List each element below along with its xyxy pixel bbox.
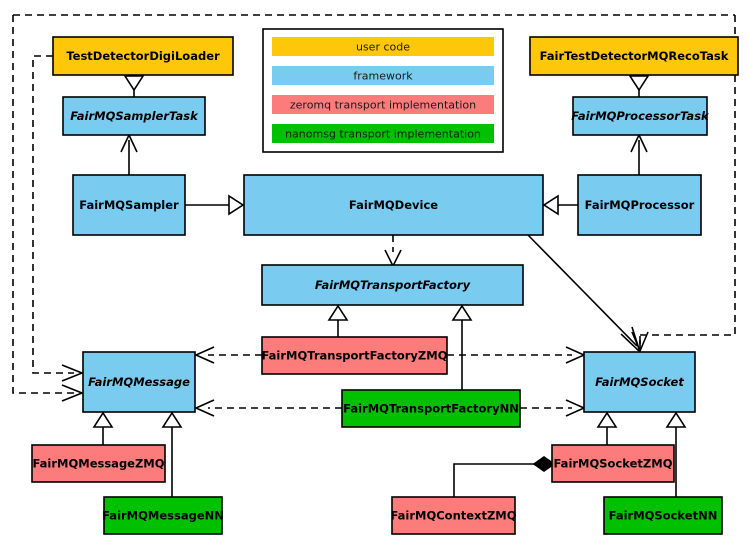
- class-node-FairMQTransportFactoryNN[interactable]: FairMQTransportFactoryNN: [341, 389, 521, 428]
- arrowhead-hollow-device-right: [542, 194, 559, 216]
- class-box-FairMQSamplerTask[interactable]: [62, 96, 206, 136]
- class-node-FairMQSampler[interactable]: FairMQSampler: [72, 174, 186, 236]
- class-node-FairTestDetectorMQRecoTask[interactable]: FairTestDetectorMQRecoTask: [529, 36, 739, 76]
- edge-outer-frame-right: [639, 15, 736, 344]
- class-box-FairTestDetectorMQRecoTask[interactable]: [529, 36, 739, 76]
- legend-label-framework: framework: [353, 70, 413, 83]
- arrowhead-hollow-socket-left: [596, 411, 618, 428]
- class-box-FairMQSocket[interactable]: [583, 351, 696, 413]
- arrowhead-hollow-socket-right: [665, 411, 687, 428]
- class-label-FairMQProcessorTask: FairMQProcessorTask: [571, 109, 710, 123]
- class-box-FairMQSampler[interactable]: [72, 174, 186, 236]
- diamond-composition-socketzmq: [532, 456, 556, 472]
- class-node-FairMQTransportFactory[interactable]: FairMQTransportFactory: [261, 264, 524, 306]
- class-box-FairMQTransportFactory[interactable]: [261, 264, 524, 306]
- class-box-FairMQSocketNN[interactable]: [603, 496, 723, 535]
- class-node-FairMQTransportFactoryZMQ[interactable]: FairMQTransportFactoryZMQ: [261, 336, 448, 375]
- legend-swatch-framework: [272, 66, 494, 85]
- class-node-FairMQMessage[interactable]: FairMQMessage: [82, 351, 196, 413]
- class-label-FairTestDetectorMQRecoTask: FairTestDetectorMQRecoTask: [540, 49, 729, 63]
- class-label-FairMQProcessor: FairMQProcessor: [585, 198, 695, 212]
- class-box-FairMQContextZMQ[interactable]: [391, 496, 516, 535]
- class-box-FairMQTransportFactoryNN[interactable]: [341, 389, 521, 428]
- legend-label-zeromq: zeromq transport implementation: [290, 99, 476, 112]
- legend-swatch-nanomsg: [272, 124, 494, 143]
- arrowhead-hollow-tf-right: [451, 304, 473, 321]
- arrowhead-open-message-upper: [61, 364, 85, 382]
- edges-layer: [12, 14, 736, 497]
- class-box-FairMQMessageNN[interactable]: [103, 496, 223, 535]
- class-label-FairMQSampler: FairMQSampler: [79, 198, 179, 212]
- arrowhead-hollow-recotask: [628, 75, 650, 92]
- edge-outer-frame-to-message: [12, 15, 74, 394]
- class-label-FairMQMessageZMQ: FairMQMessageZMQ: [32, 457, 164, 471]
- legend-swatch-user-code: [272, 37, 494, 56]
- class-label-FairMQSocketZMQ: FairMQSocketZMQ: [554, 457, 673, 471]
- class-node-FairMQDevice[interactable]: FairMQDevice: [243, 174, 544, 236]
- classes-layer: TestDetectorDigiLoader FairTestDetectorMQ…: [31, 36, 739, 535]
- class-box-FairMQMessageZMQ[interactable]: [31, 444, 166, 483]
- class-label-FairMQSocketNN: FairMQSocketNN: [609, 509, 718, 523]
- arrowhead-hollow-digiloader: [123, 75, 145, 92]
- arrowhead-hollow-device-left: [228, 194, 245, 216]
- edge-device-to-socket: [527, 234, 638, 347]
- class-node-FairMQSamplerTask[interactable]: FairMQSamplerTask: [62, 96, 206, 136]
- class-node-FairMQMessageNN[interactable]: FairMQMessageNN: [102, 496, 224, 535]
- class-box-TestDetectorDigiLoader[interactable]: [52, 36, 234, 76]
- class-node-FairMQProcessor[interactable]: FairMQProcessor: [577, 174, 702, 236]
- class-node-FairMQProcessorTask[interactable]: FairMQProcessorTask: [571, 96, 710, 136]
- class-box-FairMQDevice[interactable]: [243, 174, 544, 236]
- legend: user code framework zeromq transport imp…: [262, 28, 504, 153]
- class-box-FairMQMessage[interactable]: [82, 351, 196, 413]
- edge-contextzmq-to-socketzmq: [453, 463, 534, 497]
- arrowhead-open-transportfactory: [384, 249, 402, 268]
- class-label-FairMQSamplerTask: FairMQSamplerTask: [70, 109, 199, 123]
- arrowhead-hollow-message-left: [92, 411, 114, 428]
- arrowhead-hollow-tf-left: [327, 304, 349, 321]
- class-label-TestDetectorDigiLoader: TestDetectorDigiLoader: [66, 49, 220, 63]
- class-node-FairMQSocketZMQ[interactable]: FairMQSocketZMQ: [551, 444, 675, 483]
- arrowhead-open-message-from-tfzmq: [194, 346, 215, 364]
- class-box-FairMQTransportFactoryZMQ[interactable]: [261, 336, 448, 375]
- arrowhead-open-message-from-tfnn: [194, 399, 215, 417]
- class-box-FairMQSocketZMQ[interactable]: [551, 444, 675, 483]
- class-node-TestDetectorDigiLoader[interactable]: TestDetectorDigiLoader: [52, 36, 234, 76]
- class-node-FairMQSocketNN[interactable]: FairMQSocketNN: [603, 496, 723, 535]
- class-box-FairMQProcessorTask[interactable]: [572, 96, 708, 136]
- class-label-FairMQTransportFactory: FairMQTransportFactory: [315, 278, 471, 292]
- legend-label-nanomsg: nanomsg transport implementation: [285, 128, 481, 141]
- class-label-FairMQSocket: FairMQSocket: [595, 375, 684, 389]
- class-label-FairMQContextZMQ: FairMQContextZMQ: [390, 509, 516, 523]
- class-label-FairMQMessageNN: FairMQMessageNN: [102, 509, 224, 523]
- legend-swatch-zeromq: [272, 95, 494, 114]
- class-label-FairMQTransportFactoryNN: FairMQTransportFactoryNN: [343, 402, 519, 416]
- class-node-FairMQSocket[interactable]: FairMQSocket: [583, 351, 696, 413]
- legend-label-user-code: user code: [356, 41, 410, 54]
- class-label-FairMQTransportFactoryZMQ: FairMQTransportFactoryZMQ: [261, 349, 447, 363]
- arrowhead-open-message-lower: [61, 384, 85, 402]
- class-label-FairMQDevice: FairMQDevice: [349, 198, 438, 212]
- class-box-FairMQProcessor[interactable]: [577, 174, 702, 236]
- class-node-FairMQContextZMQ[interactable]: FairMQContextZMQ: [390, 496, 517, 535]
- class-label-FairMQMessage: FairMQMessage: [88, 375, 190, 389]
- class-node-FairMQMessageZMQ[interactable]: FairMQMessageZMQ: [31, 444, 166, 483]
- arrowhead-hollow-message-right: [161, 411, 183, 428]
